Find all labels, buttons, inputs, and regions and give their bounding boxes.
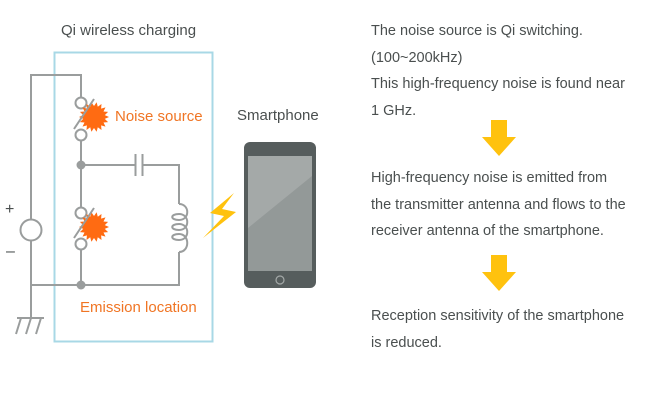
source-minus-sign: – — [6, 243, 15, 260]
down-arrow-icon — [482, 120, 516, 156]
step-1-line: The noise source is Qi switching. — [371, 23, 583, 39]
step-1-text: The noise source is Qi switching. (100~2… — [371, 18, 625, 124]
switch-2-contact-bottom — [74, 237, 88, 251]
smartphone-label: Smartphone — [237, 107, 319, 124]
junction-dot-bottom — [76, 280, 86, 290]
charger-enclosure-box — [53, 51, 214, 343]
noise-burst-icon-2 — [73, 207, 109, 242]
smartphone-icon — [244, 142, 316, 288]
qi-charging-title: Qi wireless charging — [61, 22, 197, 39]
step-3-line: Reception sensitivity of the smartphone — [371, 308, 625, 324]
emission-location-label: Emission location — [80, 299, 197, 316]
step-3-text: Reception sensitivity of the smartphone … — [371, 303, 624, 356]
circuit-schematic: + – — [5, 51, 316, 343]
power-source-icon — [19, 218, 43, 242]
ground-hatch-3 — [35, 317, 42, 335]
noise-burst-icon-1 — [73, 98, 109, 132]
source-plus-sign: + — [5, 201, 14, 218]
wire-top — [30, 74, 82, 222]
ground-hatch-1 — [15, 317, 22, 335]
step-2-line: High-frequency noise is emitted from — [371, 170, 608, 186]
transmitter-coil — [171, 203, 189, 253]
noise-source-label: Noise source — [115, 108, 203, 125]
step-2-text: High-frequency noise is emitted from the… — [371, 165, 626, 245]
qi-charging-diagram: + – Qi wireless charging Smartphone Nois… — [5, 22, 319, 343]
wire-coil-bottom — [81, 252, 180, 286]
switch-1-contact-bottom — [74, 128, 88, 142]
lightning-bolt-icon — [203, 193, 236, 238]
step-3-line: is reduced. — [371, 334, 442, 351]
step-1-line: This high-frequency noise is found near — [371, 76, 625, 92]
wire-cap-right — [143, 164, 180, 204]
step-2-line: receiver antenna of the smartphone. — [371, 223, 604, 239]
switch-1-contact-top — [74, 96, 88, 110]
switch-2-contact-top — [74, 206, 88, 220]
step-2-line: the transmitter antenna and flows to the — [371, 196, 626, 213]
step-1-line: (100~200kHz) — [371, 49, 463, 66]
step-1-line: 1 GHz. — [371, 102, 417, 119]
ground-hatch-2 — [25, 317, 32, 335]
junction-dot-top — [76, 160, 86, 170]
down-arrow-icon — [482, 255, 516, 291]
